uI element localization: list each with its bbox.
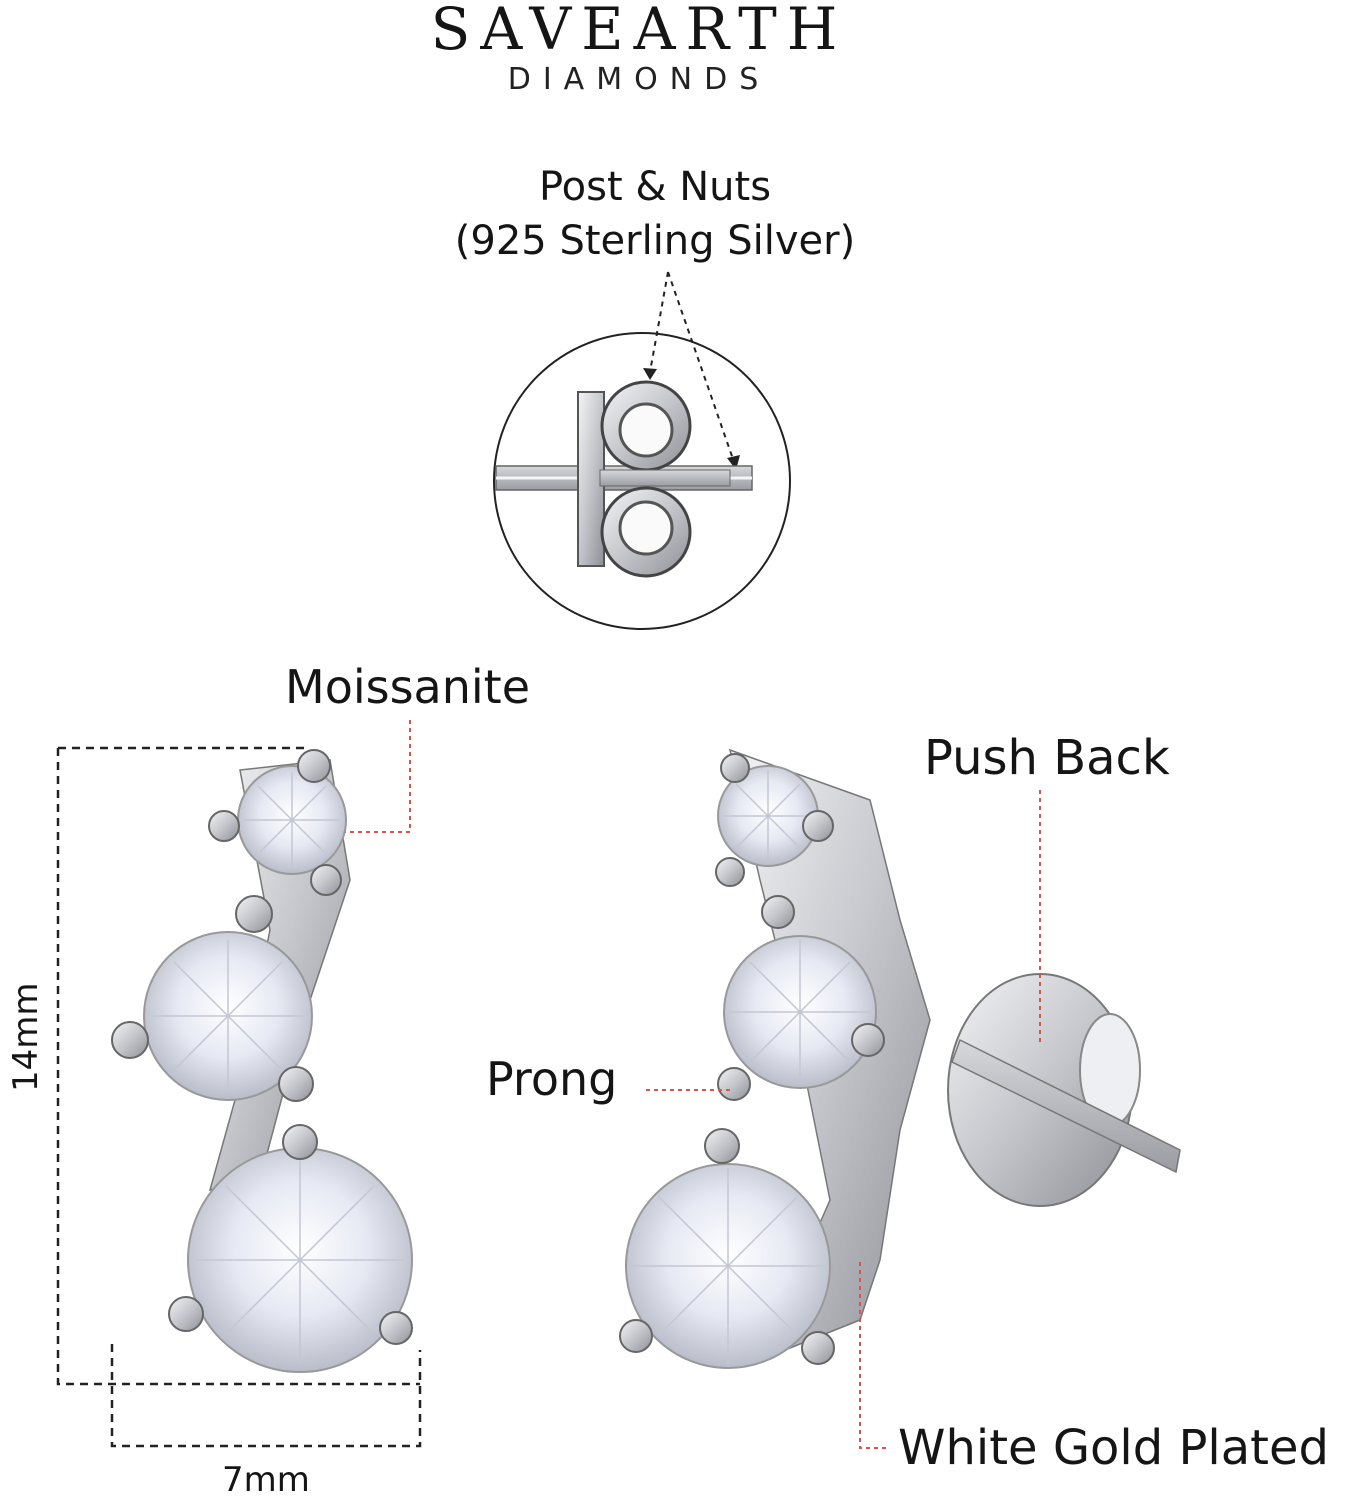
- width-dimension-label: 7mm: [222, 1460, 310, 1500]
- moissanite-leader: [292, 720, 411, 833]
- brand-logo-name: SAVEARTH: [430, 0, 848, 63]
- earring-front-view: [56, 720, 422, 1448]
- height-dimension-label: 14mm: [6, 982, 46, 1092]
- white-gold-leader: [859, 1262, 890, 1449]
- post-nuts-label: Post & Nuts (925 Sterling Silver): [430, 160, 880, 268]
- post: [951, 1038, 1181, 1174]
- post-arrow: [649, 271, 669, 373]
- post-nuts-label-line1: Post & Nuts: [538, 164, 772, 210]
- moissanite-label: Moissanite: [285, 660, 531, 714]
- post-nuts-detail: [493, 271, 791, 630]
- post-nuts-label-line2: (925 Sterling Silver): [454, 218, 856, 264]
- push-back-label: Push Back: [924, 730, 1170, 786]
- white-gold-plated-label: White Gold Plated: [898, 1420, 1329, 1476]
- prong-label: Prong: [486, 1052, 618, 1106]
- nut-arrow: [667, 271, 735, 463]
- earring-side-view: [619, 748, 1181, 1449]
- brand-logo-tagline: DIAMONDS: [507, 62, 771, 97]
